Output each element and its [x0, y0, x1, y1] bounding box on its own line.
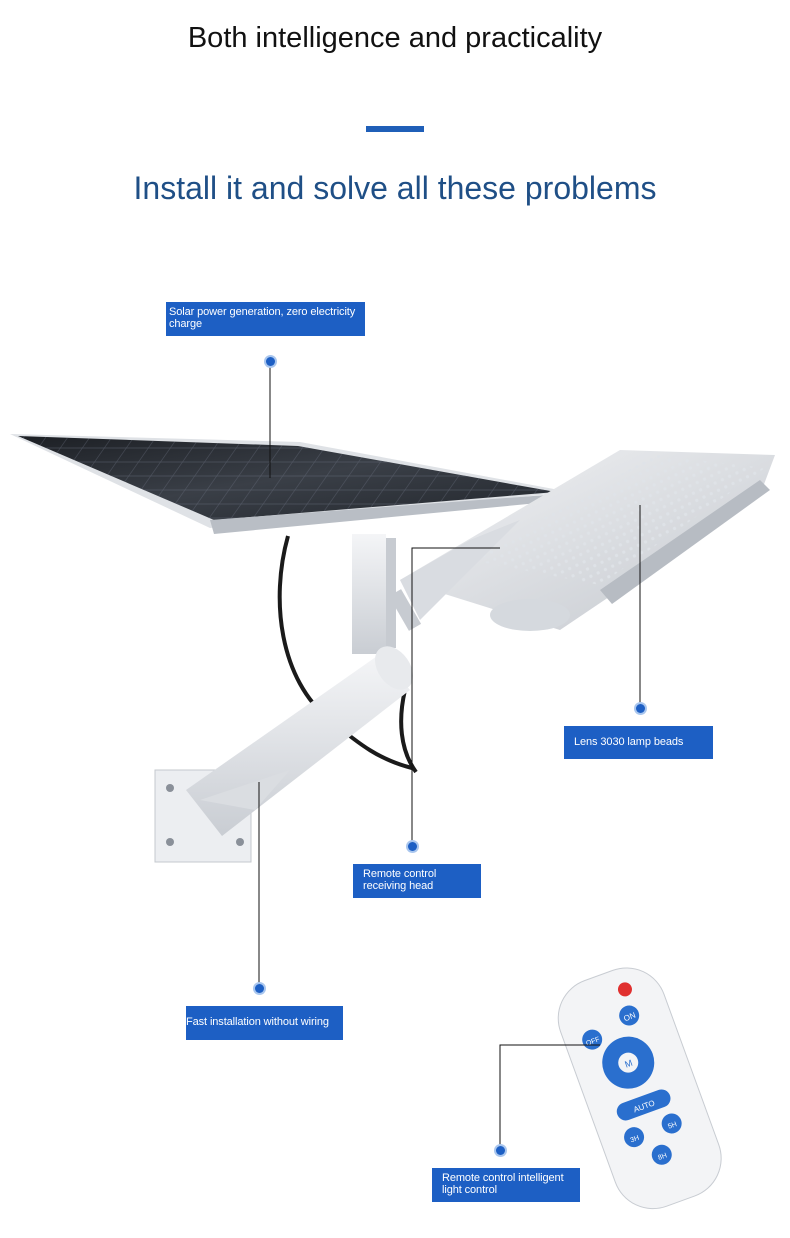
remote-callout-dot	[496, 1146, 505, 1155]
callout-installation: Fast installation without wiring	[186, 1006, 343, 1040]
remote-on-label: ON	[623, 1011, 638, 1024]
receiver-callout-dot	[408, 842, 417, 851]
page-title: Both intelligence and practicality	[187, 22, 603, 54]
leader-lines	[258, 361, 641, 1150]
solar-panel	[10, 434, 570, 534]
callout-receiver: Remote control receiving head	[353, 864, 481, 898]
callout-lens: Lens 3030 lamp beads	[564, 726, 713, 759]
solar-callout-dot	[266, 357, 275, 366]
remote-control: ON OFF M AUTO 3H 5H 8H	[557, 967, 722, 1210]
page-subtitle: Install it and solve all these problems	[133, 170, 657, 206]
accent-divider	[366, 126, 424, 132]
callout-solar: Solar power generation, zero electricity…	[166, 302, 365, 336]
lamp-head	[388, 450, 775, 631]
remote-mode-label: M	[623, 1058, 633, 1070]
callout-remote: Remote control intelligent light control	[432, 1168, 580, 1202]
remote-8h-label: 8H	[657, 1152, 668, 1162]
remote-5h-label: 5H	[667, 1121, 678, 1131]
panel-support	[352, 534, 396, 654]
lens-callout-dot	[636, 704, 645, 713]
arm-pole	[186, 646, 414, 836]
power-button-icon	[617, 982, 632, 997]
remote-3h-label: 3H	[630, 1135, 641, 1145]
installation-callout-dot	[255, 984, 264, 993]
remote-off-label: OFF	[585, 1036, 601, 1047]
